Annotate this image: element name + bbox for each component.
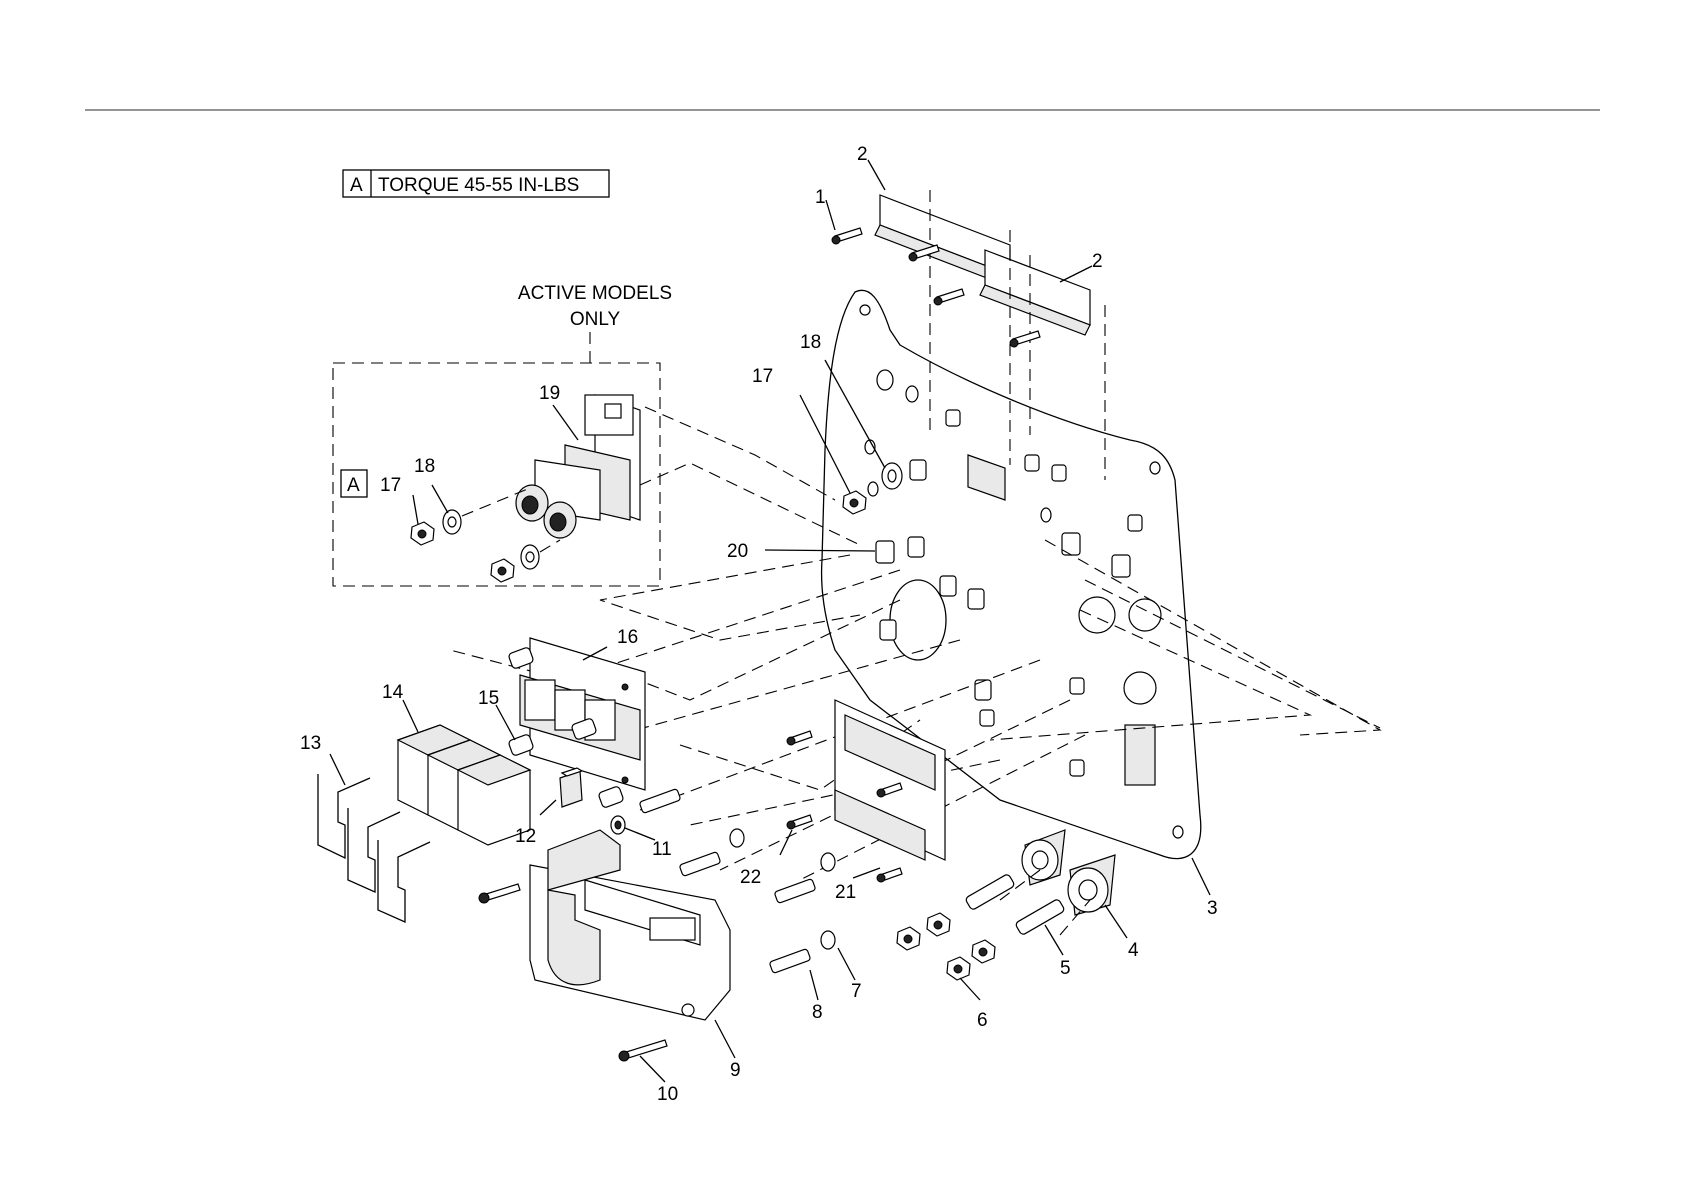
panel-hole <box>1173 826 1183 838</box>
screw <box>787 731 812 745</box>
panel-hole <box>860 305 870 315</box>
standoff <box>774 879 816 904</box>
knob <box>1068 855 1115 915</box>
standoff <box>1025 455 1039 471</box>
callout-3: 3 <box>1207 898 1218 919</box>
panel-hole <box>906 386 918 402</box>
torque-note: A TORQUE 45-55 IN-LBS <box>343 170 609 197</box>
callout-21: 21 <box>835 882 856 903</box>
callout-8: 8 <box>812 1002 823 1023</box>
callout-6: 6 <box>977 1010 988 1031</box>
standoff <box>1070 760 1084 776</box>
nut <box>972 940 995 963</box>
knob-part-4 <box>1022 830 1065 885</box>
nut-part-6 <box>947 957 970 980</box>
panel-grommet <box>1124 672 1156 704</box>
inset-symbol: A <box>341 470 367 497</box>
callout-1: 1 <box>815 187 826 208</box>
fuse-part-12 <box>560 768 582 807</box>
screw-part-1 <box>832 228 862 244</box>
standoff-part-8 <box>769 949 811 974</box>
callout-7: 7 <box>851 981 862 1002</box>
panel-grommet <box>1129 599 1161 631</box>
standoff <box>980 710 994 726</box>
washer <box>821 853 835 871</box>
nut <box>897 927 920 950</box>
inset-washer-18 <box>443 510 461 534</box>
panel-grommet <box>1079 597 1115 633</box>
inset-nut-17 <box>411 522 434 545</box>
inset-nut-lower <box>491 559 514 582</box>
standoff-part-20 <box>876 537 924 563</box>
callout-17: 17 <box>752 366 773 387</box>
callout-2-lower: 2 <box>1092 251 1103 272</box>
standoff <box>639 789 681 814</box>
callout-2-upper: 2 <box>857 144 868 165</box>
callout-13: 13 <box>300 733 321 754</box>
screw <box>479 884 520 903</box>
circuit-board-part-21 <box>835 700 945 860</box>
inset-to-panel-leader-lower <box>640 463 860 545</box>
screw <box>1010 331 1040 347</box>
inset-to-panel-leader-upper <box>645 407 835 500</box>
callout-19: 19 <box>539 383 560 404</box>
standoff <box>1052 465 1066 481</box>
callout-17-inset: 17 <box>380 475 401 496</box>
shaft-part-5 <box>1015 898 1065 935</box>
screw <box>934 289 964 305</box>
nut <box>927 913 950 936</box>
callout-20: 20 <box>727 541 748 562</box>
callout-12: 12 <box>515 826 536 847</box>
panel-cutout <box>1125 725 1155 785</box>
panel-bracket <box>968 455 1005 500</box>
washer-part-7 <box>821 931 835 949</box>
inset-symbol-text: A <box>347 475 360 496</box>
washer <box>730 829 744 847</box>
callout-22: 22 <box>740 867 761 888</box>
standoff <box>1112 555 1130 577</box>
callout-10: 10 <box>657 1084 678 1105</box>
panel-relief <box>890 580 946 660</box>
shaft <box>965 873 1015 910</box>
standoff <box>940 576 956 596</box>
torque-note-symbol: A <box>350 175 363 196</box>
standoff <box>946 410 960 426</box>
inset-heading-line2: ONLY <box>570 309 621 330</box>
callout-18: 18 <box>800 332 821 353</box>
callout-18-inset: 18 <box>414 456 435 477</box>
relay-board-part-16 <box>520 638 645 790</box>
solenoid-part-19 <box>516 395 640 538</box>
inset-heading-line1: ACTIVE MODELS <box>518 283 672 304</box>
panel-hole <box>1150 462 1160 474</box>
panel-hole <box>1041 508 1051 522</box>
standoff <box>968 589 984 609</box>
standoff <box>1070 678 1084 694</box>
callout-5: 5 <box>1060 958 1071 979</box>
callout-9: 9 <box>730 1060 741 1081</box>
standoff <box>679 852 721 877</box>
torque-note-text: TORQUE 45-55 IN-LBS <box>378 175 579 196</box>
callout-4: 4 <box>1128 940 1139 961</box>
inset-washer-lower <box>521 545 539 569</box>
panel-hole <box>877 370 893 390</box>
standoff <box>1128 515 1142 531</box>
callout-15: 15 <box>478 688 499 709</box>
standoff <box>598 786 624 809</box>
callout-11: 11 <box>652 839 672 860</box>
standoff <box>880 620 896 640</box>
terminal-strip-part-2-lower <box>980 250 1090 335</box>
screw-part-10 <box>619 1040 667 1061</box>
screw <box>877 868 902 882</box>
callout-14: 14 <box>382 682 404 703</box>
standoff <box>910 460 926 480</box>
callout-16: 16 <box>617 627 638 648</box>
nut-part-17 <box>843 491 866 514</box>
